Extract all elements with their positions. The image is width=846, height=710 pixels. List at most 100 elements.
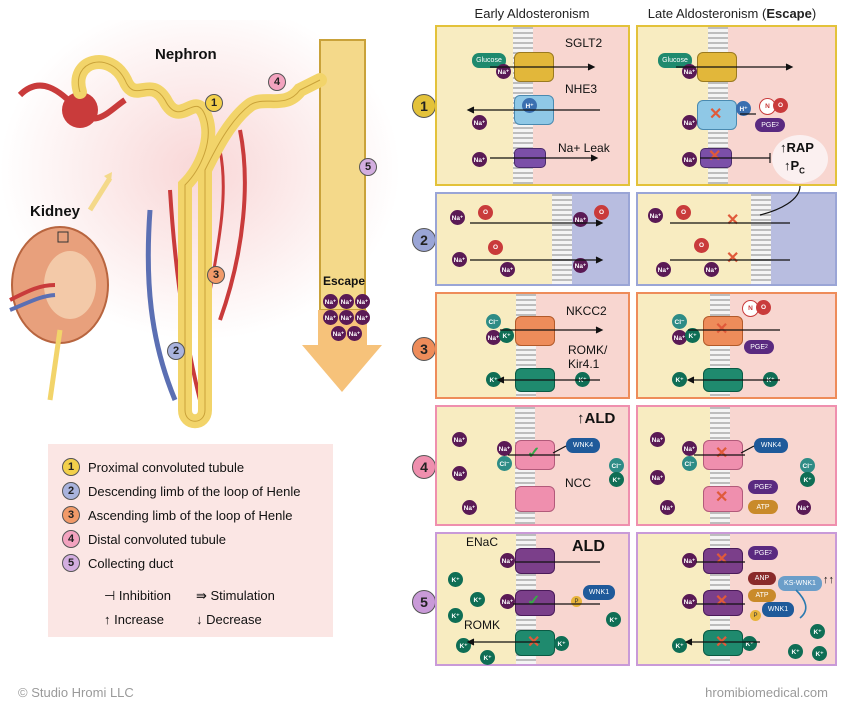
escape-na-ion: Na⁺ — [347, 326, 362, 341]
copyright-text: © Studio Hromi LLC — [18, 685, 134, 700]
na-ion: Na⁺ — [682, 152, 697, 167]
k-ion: K⁺ — [448, 608, 463, 623]
enac-label: ENaC — [466, 535, 499, 549]
late-aldosteronism-heading: Late Aldosteronism (Escape) — [632, 6, 832, 21]
rap-pc-bubble — [772, 135, 828, 183]
legend-stimulation: ⇛ Stimulation — [196, 588, 275, 603]
na-ion: Na⁺ — [682, 553, 697, 568]
escape-na-ion: Na⁺ — [339, 310, 354, 325]
k-ion: K⁺ — [448, 572, 463, 587]
enac-channel-late — [703, 590, 743, 616]
k-ion: K⁺ — [486, 372, 501, 387]
cl-ion: Cl⁻ — [486, 314, 501, 329]
na-ion: Na⁺ — [682, 64, 697, 79]
no-o-ion: O — [756, 300, 771, 315]
legend-increase: ↑ Increase — [104, 612, 164, 627]
nephron-marker-4: 4 — [268, 73, 286, 91]
legend-inhibition: ⊣ Inhibition — [104, 588, 171, 603]
pge2-text: PGE — [761, 121, 776, 129]
na-ion: Na⁺ — [672, 330, 687, 345]
romk-label: ROMK — [464, 618, 500, 632]
escape-na-ion: Na⁺ — [323, 310, 338, 325]
na-ion: Na⁺ — [650, 470, 665, 485]
na-ion: Na⁺ — [648, 208, 663, 223]
inhibited-x-icon: ✕ — [708, 148, 722, 165]
p-phosphate: P — [750, 610, 761, 621]
escape-na-ion: Na⁺ — [355, 310, 370, 325]
row-number-2: 2 — [412, 228, 436, 252]
na-ion: Na⁺ — [472, 152, 487, 167]
na-ion: Na⁺ — [450, 210, 465, 225]
na-ion: Na⁺ — [573, 258, 588, 273]
legend-label-3: Ascending limb of the loop of Henle — [88, 507, 293, 523]
nephron-marker-3: 3 — [207, 266, 225, 284]
kir41-label: Kir4.1 — [568, 357, 600, 371]
wnk1-kinase: WNK1 — [583, 585, 615, 600]
nephron-illustration — [0, 0, 420, 440]
inhibited-x-icon: ✕ — [715, 445, 729, 462]
escape-na-ion: Na⁺ — [339, 294, 354, 309]
na-ion: Na⁺ — [452, 466, 467, 481]
nephron-label: Nephron — [155, 46, 217, 63]
pge2-sub: 2 — [776, 122, 779, 128]
k-ion: K⁺ — [499, 328, 514, 343]
na-ion: Na⁺ — [452, 252, 467, 267]
active-check-icon: ✓ — [527, 593, 541, 610]
panel-row2-early — [435, 192, 630, 286]
legend-item: 5 Collecting duct — [62, 554, 173, 572]
nhe3-label: NHE3 — [565, 82, 598, 96]
k-ion: K⁺ — [788, 644, 803, 659]
nhe3-transporter-late — [697, 100, 737, 130]
k-ion: K⁺ — [672, 638, 687, 653]
na-ion: Na⁺ — [496, 64, 511, 79]
inhibited-x-icon: ✕ — [726, 250, 740, 267]
ncc-transporter-late — [703, 486, 743, 512]
legend-item: 3 Ascending limb of the loop of Henle — [62, 506, 293, 524]
wnk4-kinase: WNK4 — [566, 438, 600, 453]
nkcc2-transporter-late — [703, 316, 743, 346]
row-number-5: 5 — [412, 590, 436, 614]
early-aldosteronism-heading: Early Aldosteronism — [474, 6, 590, 21]
cl-ion: Cl⁻ — [497, 456, 512, 471]
na-ion: Na⁺ — [452, 432, 467, 447]
k-ion: K⁺ — [800, 472, 815, 487]
wnk1-kinase: WNK1 — [762, 602, 794, 617]
escape-na-ion: Na⁺ — [355, 294, 370, 309]
na-ion: Na⁺ — [500, 553, 515, 568]
nephron-marker-2: 2 — [167, 342, 185, 360]
k-ion: K⁺ — [812, 646, 827, 661]
water-molecule: O — [478, 205, 493, 220]
inhibited-x-icon: ✕ — [726, 212, 740, 229]
pge2-sub: 2 — [769, 484, 772, 490]
na-ion: Na⁺ — [497, 441, 512, 456]
h-ion: H⁺ — [522, 98, 537, 113]
pge2-sub: 2 — [769, 550, 772, 556]
wnk4-kinase: WNK4 — [754, 438, 788, 453]
k-ion: K⁺ — [685, 328, 700, 343]
legend-label-2: Descending limb of the loop of Henle — [88, 483, 301, 499]
romk-channel-late — [703, 630, 743, 656]
k-ion: K⁺ — [554, 636, 569, 651]
na-ion: Na⁺ — [650, 432, 665, 447]
water-molecule: O — [488, 240, 503, 255]
legend-decrease: ↓ Decrease — [196, 612, 262, 627]
row-number-1: 1 — [412, 94, 436, 118]
ncc-label: NCC — [565, 476, 591, 490]
inhibited-x-icon: ✕ — [709, 106, 723, 123]
pge2-text: PGE — [754, 483, 769, 491]
cl-ion: Cl⁻ — [672, 314, 687, 329]
nkcc2-transporter — [515, 316, 555, 346]
sglt2-label: SGLT2 — [565, 36, 603, 50]
late-heading-prefix: Late Aldosteronism ( — [647, 6, 767, 21]
p-phosphate: P — [571, 596, 582, 607]
nephron-marker-5: 5 — [359, 158, 377, 176]
na-ion: Na⁺ — [472, 115, 487, 130]
anp-molecule: ANP — [748, 572, 776, 585]
ncc-transporter — [515, 486, 555, 512]
k-ion: K⁺ — [810, 624, 825, 639]
legend-marker-3: 3 — [62, 506, 80, 524]
website-link[interactable]: hromibiomedical.com — [705, 685, 828, 700]
